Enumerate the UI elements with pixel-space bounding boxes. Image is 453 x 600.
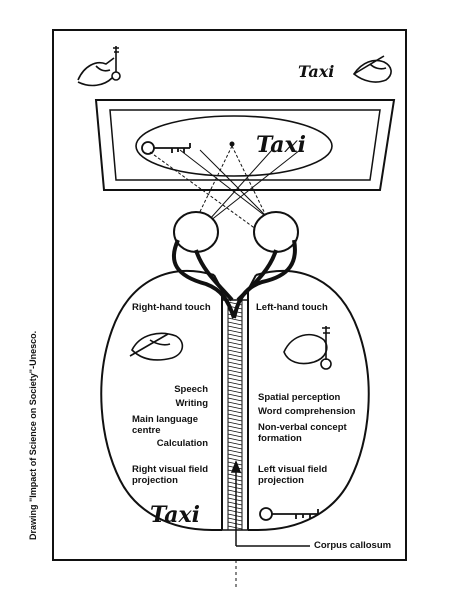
top-right-word: Taxi (298, 62, 335, 81)
key-bottom-icon (259, 507, 319, 521)
credit-text: Drawing "Impact of Science on Society"-U… (28, 330, 38, 540)
left-hand-with-key-icon (77, 46, 121, 87)
screen (94, 99, 396, 191)
label-spatial-perception: Spatial perception (258, 392, 341, 403)
outer-frame (52, 29, 407, 561)
label-non-verbal-concept: Non-verbal concept formation (258, 422, 347, 444)
label-right-hand-touch: Right-hand touch (132, 302, 211, 313)
corpus-callosum-pointer (230, 459, 310, 547)
writing-hand-icon (129, 332, 184, 361)
label-main-language-centre: Main language centre (132, 414, 198, 436)
screen-word: Taxi (256, 132, 306, 158)
label-speech: Speech (174, 384, 208, 395)
corpus-callosum-band (221, 299, 249, 531)
label-corpus-callosum: Corpus callosum (314, 540, 392, 551)
bottom-word: Taxi (150, 502, 200, 528)
label-right-visual-field: Right visual field projection (132, 464, 209, 486)
label-left-hand-touch: Left-hand touch (256, 302, 328, 313)
label-calculation: Calculation (156, 438, 208, 449)
right-hand-writing-icon (352, 55, 392, 83)
key-icon (141, 141, 191, 155)
label-word-comprehension: Word comprehension (258, 406, 356, 417)
label-left-visual-field: Left visual field projection (258, 464, 328, 486)
label-writing: Writing (175, 398, 208, 409)
eyes (173, 211, 299, 253)
hand-holding-key-icon (283, 326, 332, 370)
